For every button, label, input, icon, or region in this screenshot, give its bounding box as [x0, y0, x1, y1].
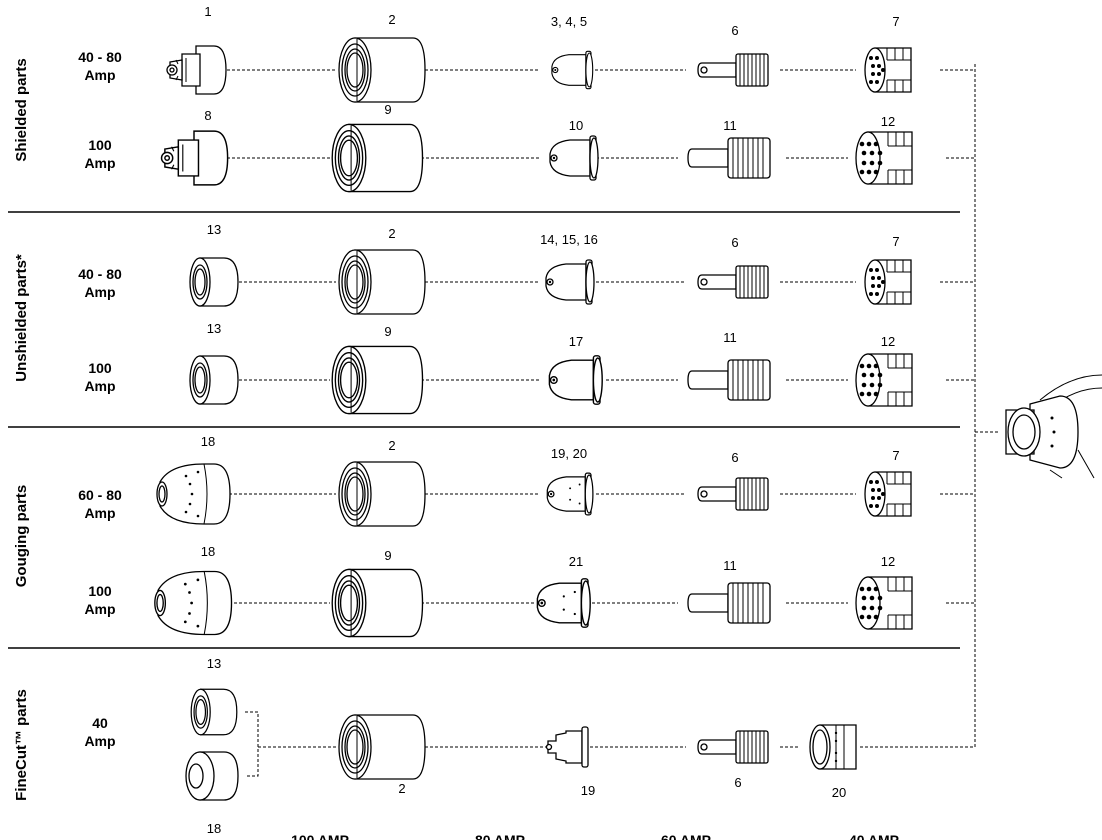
amp-label: 40 - 80: [78, 266, 122, 282]
part-number: 10: [569, 118, 583, 133]
nozzle-icon: [545, 259, 595, 305]
swirl-ring-icon: [809, 724, 857, 770]
part-number: 9: [384, 324, 391, 339]
amp-label: 60 - 80: [78, 487, 122, 503]
part-number: 3, 4, 5: [551, 14, 587, 29]
amp-unit: Amp: [84, 733, 115, 749]
footer-label: 80 AMP: [475, 832, 525, 840]
part-number-labels: 1 2 3, 4, 5 6 7 8 9 10 11 12 13 2 14, 15…: [201, 4, 900, 836]
footer-label: 40 AMP: [849, 832, 899, 840]
amp-unit: Amp: [84, 284, 115, 300]
part-number: 12: [881, 554, 895, 569]
amp-unit: Amp: [84, 601, 115, 617]
amp-unit: Amp: [84, 155, 115, 171]
retaining-cap-icon: [338, 461, 426, 527]
retaining-cap-icon: [331, 568, 424, 638]
part-number: 1: [204, 4, 211, 19]
amp-unit: Amp: [84, 67, 115, 83]
retaining-cap-icon: [338, 37, 426, 103]
amp-label: 100: [88, 137, 112, 153]
swirl-ring-icon: [855, 131, 913, 185]
amp-unit: Amp: [84, 378, 115, 394]
connector-lines: [222, 64, 1000, 777]
electrode-icon: [697, 265, 769, 299]
part-number: 18: [201, 544, 215, 559]
part-number: 13: [207, 321, 221, 336]
shield-icon: [185, 751, 239, 801]
shield-icon: [154, 570, 233, 636]
part-number: 7: [892, 14, 899, 29]
shield-icon: [160, 130, 229, 186]
part-number: 2: [388, 226, 395, 241]
section-title-finecut: FineCut™ parts: [13, 689, 30, 801]
electrode-icon: [687, 359, 771, 401]
part-number: 21: [569, 554, 583, 569]
part-number: 12: [881, 334, 895, 349]
part-number: 18: [207, 821, 221, 836]
shield-icon: [156, 463, 231, 525]
swirl-ring-icon: [855, 353, 913, 407]
part-number: 18: [201, 434, 215, 449]
electrode-icon: [687, 582, 771, 624]
part-number: 6: [731, 23, 738, 38]
swirl-ring-icon: [864, 47, 912, 93]
electrode-icon: [697, 477, 769, 511]
retaining-cap-icon: [338, 249, 426, 315]
section-title-gouging: Gouging parts: [13, 485, 30, 588]
swirl-ring-icon: [864, 471, 912, 517]
retaining-cap-icon: [331, 123, 424, 193]
part-number: 12: [881, 114, 895, 129]
footer-label: 60 AMP: [661, 832, 711, 840]
torch-head-icon: [1005, 374, 1102, 479]
part-number: 20: [832, 785, 846, 800]
part-number: 13: [207, 222, 221, 237]
retaining-cap-icon: [331, 345, 424, 415]
nozzle-icon: [537, 579, 590, 627]
part-number: 8: [204, 108, 211, 123]
retaining-cap-icon: [338, 714, 426, 780]
nozzle-icon: [545, 726, 589, 768]
electrode-icon: [697, 730, 769, 764]
amp-label: 100: [88, 583, 112, 599]
part-number: 19, 20: [551, 446, 587, 461]
part-number: 9: [384, 548, 391, 563]
part-number: 13: [207, 656, 221, 671]
nozzle-icon: [548, 355, 603, 405]
part-number: 19: [581, 783, 595, 798]
part-number: 7: [892, 234, 899, 249]
part-number: 2: [388, 438, 395, 453]
part-number: 7: [892, 448, 899, 463]
amp-unit: Amp: [84, 505, 115, 521]
shield-icon: [166, 45, 227, 95]
part-number: 17: [569, 334, 583, 349]
part-number: 9: [384, 102, 391, 117]
amp-label: 40 - 80: [78, 49, 122, 65]
shield-icon: [190, 688, 238, 736]
part-number: 2: [388, 12, 395, 27]
shield-icon: [189, 257, 239, 307]
part-number: 11: [723, 118, 737, 133]
part-number: 2: [398, 781, 405, 796]
nozzle-icon: [547, 473, 593, 515]
electrode-icon: [687, 137, 771, 179]
swirl-ring-icon: [864, 259, 912, 305]
electrode-icon: [697, 53, 769, 87]
section-title-shielded: Shielded parts: [13, 58, 30, 161]
nozzle-icon: [549, 135, 599, 181]
section-title-unshielded: Unshielded parts*: [13, 254, 30, 382]
part-number: 11: [723, 330, 737, 345]
amp-label: 100: [88, 360, 112, 376]
footer-label: 100 AMP: [291, 832, 349, 840]
part-number: 6: [731, 450, 738, 465]
nozzle-icon: [551, 50, 594, 90]
part-number: 11: [723, 558, 737, 573]
shield-icon: [189, 355, 239, 405]
part-number: 6: [734, 775, 741, 790]
part-number: 6: [731, 235, 738, 250]
amp-label: 40: [92, 715, 108, 731]
swirl-ring-icon: [855, 576, 913, 630]
part-number: 14, 15, 16: [540, 232, 598, 247]
